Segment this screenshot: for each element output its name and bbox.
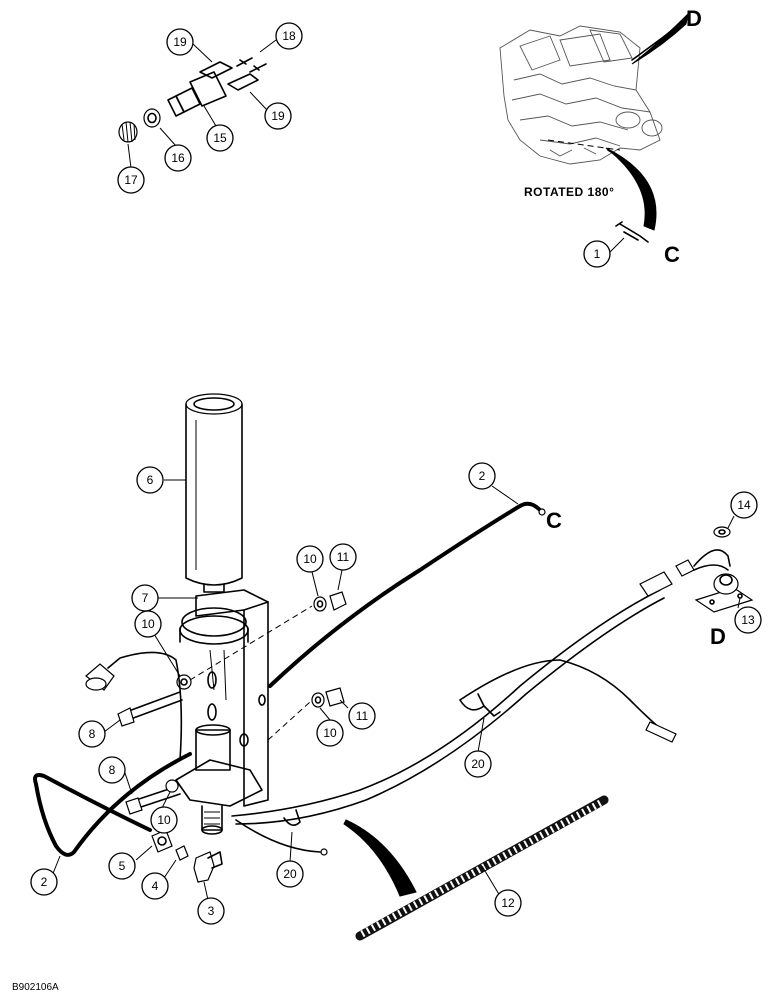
fuel-hose-loop bbox=[33, 752, 192, 857]
switch-body bbox=[189, 71, 227, 107]
tie-strap bbox=[459, 693, 485, 711]
rotation-note: ROTATED 180° bbox=[524, 185, 614, 199]
svg-text:10: 10 bbox=[141, 617, 155, 631]
filter-head bbox=[195, 729, 231, 771]
svg-text:18: 18 bbox=[282, 29, 296, 43]
svg-text:20: 20 bbox=[471, 757, 485, 771]
svg-text:2: 2 bbox=[479, 469, 486, 483]
figure-id: B902106A bbox=[12, 982, 59, 993]
svg-text:11: 11 bbox=[337, 550, 350, 564]
svg-text:20: 20 bbox=[283, 867, 297, 881]
svg-text:11: 11 bbox=[356, 709, 369, 723]
callout-1: 1 bbox=[583, 240, 611, 268]
svg-text:12: 12 bbox=[501, 896, 515, 910]
callout-8: 8 bbox=[98, 756, 126, 784]
washer bbox=[176, 674, 192, 690]
callout-4: 4 bbox=[141, 872, 169, 900]
washer bbox=[313, 596, 327, 612]
mounting-bracket bbox=[195, 589, 269, 807]
callout-17: 17 bbox=[117, 166, 145, 194]
hex-nut bbox=[143, 108, 161, 128]
callout-15: 15 bbox=[206, 124, 234, 152]
switch-stem bbox=[167, 95, 185, 117]
reference-letter-c: C bbox=[664, 242, 680, 267]
connector bbox=[675, 559, 695, 577]
sensor-wire bbox=[459, 659, 661, 729]
svg-text:6: 6 bbox=[147, 473, 154, 487]
wire-harness bbox=[231, 589, 661, 817]
switch-housing bbox=[713, 573, 739, 595]
bracket-plate bbox=[227, 73, 259, 91]
svg-text:8: 8 bbox=[89, 727, 96, 741]
svg-text:5: 5 bbox=[119, 859, 126, 873]
switch-neck bbox=[175, 87, 201, 113]
svg-text:3: 3 bbox=[208, 904, 215, 918]
nut bbox=[325, 687, 345, 707]
washer bbox=[713, 526, 731, 538]
bolt bbox=[125, 691, 181, 713]
svg-text:10: 10 bbox=[303, 552, 317, 566]
svg-text:8: 8 bbox=[109, 763, 116, 777]
callout-14: 14 bbox=[730, 491, 758, 519]
nut bbox=[329, 591, 347, 611]
callout-10: 10 bbox=[316, 719, 344, 747]
callout-20: 20 bbox=[276, 860, 304, 888]
svg-text:1: 1 bbox=[594, 247, 601, 261]
washer bbox=[165, 779, 179, 793]
tie-strap bbox=[283, 809, 301, 826]
callouts: 19 18 19 15 16 17 1 6 2 14 10 11 7 10 13… bbox=[30, 22, 762, 925]
callout-13: 13 bbox=[734, 606, 762, 634]
svg-text:2: 2 bbox=[41, 875, 48, 889]
callout-2: 2 bbox=[30, 868, 58, 896]
svg-text:14: 14 bbox=[737, 498, 751, 512]
temperature-sensor bbox=[615, 221, 649, 243]
filter-assembly bbox=[85, 393, 349, 901]
callout-16: 16 bbox=[164, 144, 192, 172]
connector bbox=[639, 571, 673, 597]
svg-text:13: 13 bbox=[741, 613, 755, 627]
svg-text:15: 15 bbox=[213, 131, 227, 145]
svg-text:16: 16 bbox=[171, 151, 185, 165]
svg-text:7: 7 bbox=[142, 591, 149, 605]
callout-5: 5 bbox=[108, 852, 136, 880]
callout-11: 11 bbox=[329, 543, 357, 571]
elbow-fitting bbox=[193, 851, 215, 883]
reference-letter-d: D bbox=[686, 6, 702, 31]
callout-18: 18 bbox=[275, 22, 303, 50]
callout-3: 3 bbox=[197, 897, 225, 925]
reference-letter-c: C bbox=[546, 508, 562, 533]
callout-12: 12 bbox=[494, 889, 522, 917]
pressure-switch bbox=[694, 515, 754, 613]
callout-10: 10 bbox=[150, 806, 178, 834]
washer bbox=[311, 692, 325, 708]
svg-text:10: 10 bbox=[157, 813, 171, 827]
callout-19: 19 bbox=[264, 102, 292, 130]
fitting-adapter bbox=[175, 845, 189, 861]
svg-text:19: 19 bbox=[271, 109, 285, 123]
svg-text:10: 10 bbox=[323, 726, 337, 740]
screw bbox=[249, 63, 267, 73]
callout-11: 11 bbox=[348, 702, 376, 730]
callout-10: 10 bbox=[296, 545, 324, 573]
callout-10: 10 bbox=[134, 610, 162, 638]
callout-8: 8 bbox=[78, 720, 106, 748]
bracket-plate bbox=[199, 61, 233, 79]
fuel-hose bbox=[268, 501, 542, 688]
callout-20: 20 bbox=[464, 750, 492, 778]
callout-2: 2 bbox=[468, 462, 496, 490]
screw bbox=[236, 57, 253, 67]
callout-6: 6 bbox=[136, 466, 164, 494]
svg-text:17: 17 bbox=[124, 173, 138, 187]
callout-7: 7 bbox=[131, 584, 159, 612]
engine-view bbox=[499, 12, 689, 253]
hoses-and-wires bbox=[33, 485, 731, 877]
callout-19: 19 bbox=[166, 28, 194, 56]
switch-assembly bbox=[118, 39, 277, 169]
svg-text:19: 19 bbox=[173, 35, 187, 49]
reference-letter-d: D bbox=[710, 624, 726, 649]
hose-sleeve bbox=[343, 795, 609, 941]
svg-text:4: 4 bbox=[152, 879, 159, 893]
